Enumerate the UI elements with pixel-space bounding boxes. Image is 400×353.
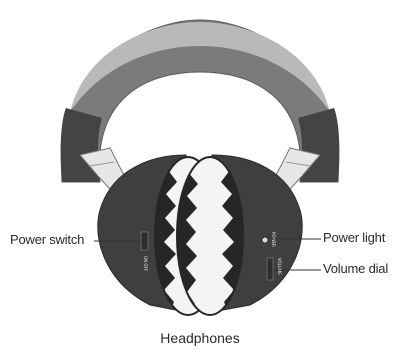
power-switch[interactable] xyxy=(141,232,148,250)
power-light xyxy=(262,237,268,243)
volume-dial-text: VOLUME xyxy=(277,258,282,275)
label-volume-dial: Volume dial xyxy=(323,261,388,276)
figure-caption: Headphones xyxy=(0,330,400,346)
power-switch-text: ON OFF xyxy=(143,256,148,272)
label-power-switch: Power switch xyxy=(10,232,84,247)
volume-dial[interactable] xyxy=(267,258,273,280)
power-light-text: POWER xyxy=(271,232,276,247)
label-power-light: Power light xyxy=(323,230,385,245)
